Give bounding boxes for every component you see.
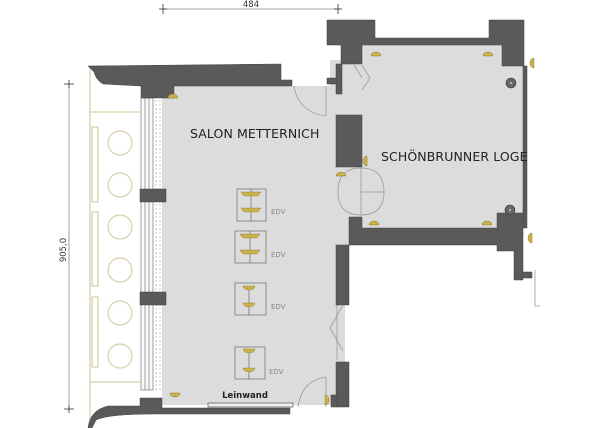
light-fixture-icon (362, 155, 368, 167)
dimension-height: 905,0 (59, 80, 74, 413)
walls (87, 19, 533, 428)
decor-circle (107, 343, 133, 369)
edv-unit (236, 188, 267, 222)
decor-circle (107, 257, 133, 283)
light-fixture-icon (335, 171, 347, 177)
decor-circle (107, 300, 133, 326)
screen-label: Leinwand (222, 391, 268, 401)
room-label-schoenbrunner-loge: SCHÖNBRUNNER LOGE (381, 148, 528, 164)
room-label-salon-metternich: SALON METTERNICH (190, 126, 319, 141)
dimension-width: 484 (159, 0, 342, 14)
light-fixture-icon (324, 394, 330, 406)
facade-decor (89, 68, 140, 428)
schoenbrunner-loge-floor[interactable] (362, 45, 523, 228)
decor-circle (107, 214, 133, 240)
doors (293, 64, 540, 408)
light-fixture-icon (482, 51, 494, 57)
edv-unit (234, 230, 267, 264)
edv-unit (234, 282, 267, 316)
projection-screen: Leinwand (207, 391, 294, 408)
light-fixtures (167, 51, 535, 406)
salon-metternich-floor[interactable] (162, 83, 345, 405)
speakers (504, 77, 517, 216)
light-fixture-icon (167, 93, 179, 99)
light-fixture-icon (169, 392, 181, 398)
edv-label: EDV (271, 208, 286, 216)
folding-door (329, 304, 344, 360)
edv-label: EDV (269, 368, 284, 376)
window-frames (140, 97, 161, 391)
edv-label: EDV (271, 251, 286, 259)
door-swing (293, 85, 327, 117)
light-fixture-icon (368, 220, 380, 226)
edv-units (234, 188, 267, 380)
height-dimension-label: 905,0 (59, 238, 69, 262)
width-dimension-label: 484 (243, 0, 259, 10)
light-fixture-icon (527, 232, 533, 244)
folding-door (353, 64, 371, 91)
light-fixture-icon (529, 57, 535, 69)
edv-label: EDV (271, 303, 286, 311)
edv-unit (234, 346, 266, 380)
light-fixture-icon (481, 220, 493, 226)
light-fixture-icon (370, 51, 382, 57)
door-swing (360, 167, 385, 193)
decor-circle (107, 172, 133, 198)
decor-circle (107, 130, 133, 156)
